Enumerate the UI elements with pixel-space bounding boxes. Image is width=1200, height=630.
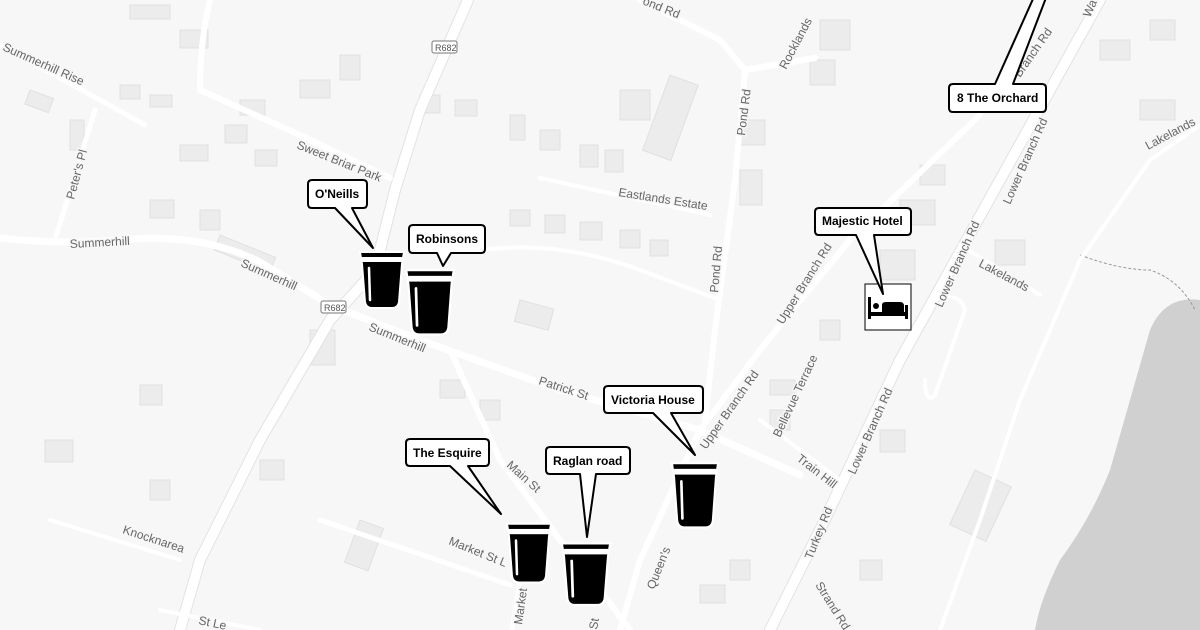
road-label: St Le xyxy=(197,613,228,630)
callout-the-esquire[interactable] xyxy=(405,438,502,515)
road-label: Lower Branch Rd xyxy=(932,219,983,309)
marker-oneills[interactable] xyxy=(358,250,406,310)
callout-victoria-house[interactable] xyxy=(603,385,704,456)
callout-label-majestic-hotel: Majestic Hotel xyxy=(822,214,903,228)
road-label: Patrick St xyxy=(537,374,591,403)
boundary-line xyxy=(1079,254,1196,311)
road-label: Train Hill xyxy=(794,451,840,491)
callout-robinsons[interactable] xyxy=(408,224,486,267)
road-label: Peter's Pl xyxy=(63,148,90,201)
marker-majestic-hotel[interactable] xyxy=(864,283,912,331)
road-label: Turkey Rd xyxy=(802,505,836,561)
svg-text:R682: R682 xyxy=(435,43,457,53)
road-label: Upper Branch Rd xyxy=(774,241,835,327)
road-label: Queen's xyxy=(644,545,674,591)
pint-icon xyxy=(358,250,406,310)
road-label: Market xyxy=(511,586,530,625)
pint-icon xyxy=(404,268,456,336)
callout-label-oneills: O'Neills xyxy=(315,187,360,201)
lake xyxy=(1035,299,1200,630)
road-label: Bellevue Terrace xyxy=(770,352,821,439)
callout-label-raglan-road: Raglan road xyxy=(553,454,622,468)
callout-label-the-esquire: The Esquire xyxy=(413,446,482,460)
road-label: Summerhill Rise xyxy=(1,40,87,88)
route-shield: R682 xyxy=(320,300,347,314)
marker-raglan-road[interactable] xyxy=(560,542,612,607)
pint-icon xyxy=(560,542,612,607)
marker-victoria-house[interactable] xyxy=(670,461,720,529)
bed-icon xyxy=(868,297,908,319)
road-label: St xyxy=(586,616,602,630)
svg-text:R682: R682 xyxy=(324,303,346,313)
callout-raglan-road[interactable] xyxy=(545,446,631,538)
road-label: Sweet Briar Park xyxy=(295,138,385,185)
callout-majestic-hotel[interactable] xyxy=(814,207,912,295)
road-label: Eastlands Estate xyxy=(618,185,709,213)
callout-label-victoria-house: Victoria House xyxy=(611,393,695,407)
marker-robinsons[interactable] xyxy=(404,268,456,336)
road-label: ond Rd xyxy=(641,0,682,21)
pint-icon xyxy=(670,461,720,529)
callout-label-8-the-orchard: 8 The Orchard xyxy=(957,91,1038,105)
callout-oneills[interactable] xyxy=(307,179,374,249)
road-label: Strand Rd xyxy=(812,579,853,630)
callout-label-robinsons: Robinsons xyxy=(416,232,478,246)
pint-icon xyxy=(505,522,553,584)
marker-the-esquire[interactable] xyxy=(505,522,553,584)
callout-8-the-orchard[interactable] xyxy=(948,0,1049,113)
route-shield: R682 xyxy=(431,40,458,54)
road-label: Pond Rd xyxy=(707,246,725,294)
road-label: Summerhill xyxy=(69,234,130,251)
